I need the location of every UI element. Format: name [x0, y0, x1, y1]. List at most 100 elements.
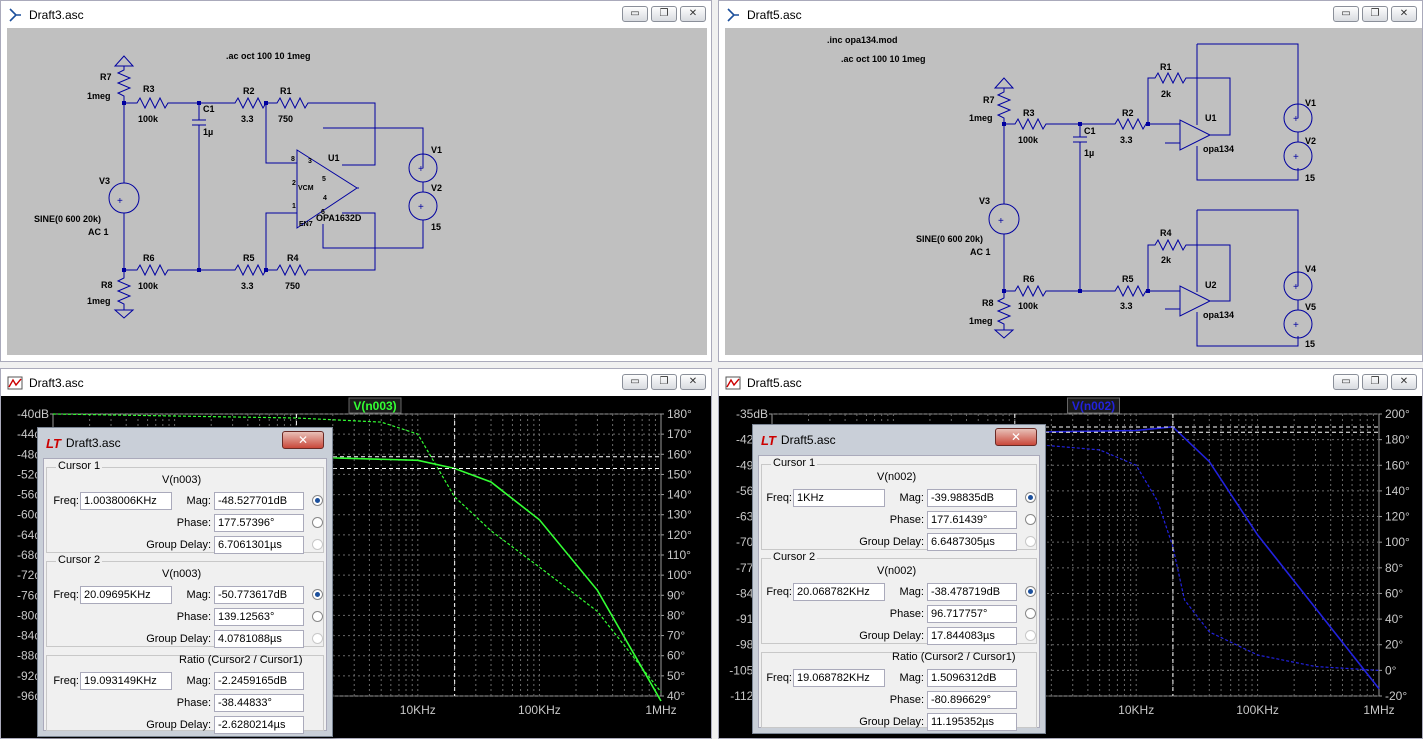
cursor2-phase-radio[interactable]	[1025, 608, 1036, 619]
cursor2-freq-field[interactable]: 20.09695KHz	[80, 586, 172, 604]
schematic-canvas[interactable]: +++ ++ .inc opa134.mod .ac oct 100 10 1m…	[725, 28, 1422, 355]
cursor1-phase-field[interactable]: 177.61439°	[927, 511, 1017, 529]
schematic-window-draft5[interactable]: Draft5.asc ▭ ❐ ✕	[718, 0, 1423, 362]
label-V5: V5	[1305, 302, 1316, 312]
label-V1: V1	[431, 145, 442, 155]
restore-button[interactable]: ❐	[1362, 374, 1388, 390]
cursor1-gd-radio[interactable]	[312, 539, 323, 550]
label-V5-val: 15	[1305, 339, 1315, 349]
cursor1-group: Cursor 1 V(n003) Freq: 1.0038006KHz Mag:…	[46, 460, 324, 554]
cursor2-gd-radio[interactable]	[312, 633, 323, 644]
group-delay-label: Group Delay:	[859, 630, 924, 642]
cursor2-signal: V(n002)	[877, 565, 917, 577]
dialog-close-button[interactable]: ✕	[995, 428, 1037, 446]
y-right-tick-label: 180°	[1385, 433, 1410, 447]
schematic-titlebar[interactable]: Draft5.asc	[719, 1, 1422, 28]
mag-label: Mag:	[899, 586, 924, 598]
minimize-button[interactable]: ▭	[1333, 374, 1359, 390]
close-button[interactable]: ✕	[1391, 6, 1417, 22]
cursor2-phase-field[interactable]: 139.12563°	[214, 608, 304, 626]
cursor2-freq-field[interactable]: 20.068782KHz	[793, 583, 885, 601]
svg-text:+: +	[117, 196, 123, 207]
schematic-window-draft3[interactable]: Draft3.asc ▭ ❐ ✕	[0, 0, 712, 362]
minimize-button[interactable]: ▭	[1333, 6, 1359, 22]
ratio-group: Ratio (Cursor2 / Cursor1) Freq: 19.06878…	[761, 651, 1037, 731]
ratio-mag-field[interactable]: -2.2459165dB	[214, 672, 304, 690]
cursor2-phase-radio[interactable]	[312, 611, 323, 622]
trace-label[interactable]: V(n002)	[1072, 399, 1115, 413]
y-right-tick-label: 150°	[667, 467, 692, 481]
cursor1-mag-field[interactable]: -39.98835dB	[927, 489, 1017, 507]
ratio-mag-field[interactable]: 1.5096312dB	[927, 669, 1017, 687]
svg-text:+: +	[418, 164, 424, 175]
restore-button[interactable]: ❐	[1362, 6, 1388, 22]
close-button[interactable]: ✕	[1391, 374, 1417, 390]
label-V1: V1	[1305, 98, 1316, 108]
cursor1-mag-field[interactable]: -48.527701dB	[214, 492, 304, 510]
schematic-canvas[interactable]: + + + .ac oct 100 10 1meg R7 1meg R3 100…	[7, 28, 707, 355]
cursor2-mag-radio[interactable]	[312, 589, 323, 600]
minimize-button[interactable]: ▭	[622, 6, 648, 22]
cursor2-mag-field[interactable]: -50.773617dB	[214, 586, 304, 604]
cursor1-freq-field[interactable]: 1KHz	[793, 489, 885, 507]
cursor2-phase-field[interactable]: 96.717757°	[927, 605, 1017, 623]
trace-label-box[interactable]	[1067, 397, 1120, 414]
cursor1-phase-radio[interactable]	[1025, 514, 1036, 525]
group-delay-label: Group Delay:	[146, 719, 211, 731]
freq-label: Freq:	[766, 672, 792, 684]
cursor1-gd-field[interactable]: 6.7061301µs	[214, 536, 304, 554]
pin-vcm: VCM	[298, 185, 314, 192]
ratio-gd-field[interactable]: 11.195352µs	[927, 713, 1017, 731]
cursor1-mag-radio[interactable]	[312, 495, 323, 506]
ratio-phase-field[interactable]: -38.44833°	[214, 694, 304, 712]
label-V3-val1: SINE(0 600 20k)	[34, 214, 101, 224]
pin-1: 1	[292, 203, 296, 210]
label-V2-val: 15	[1305, 173, 1315, 183]
x-tick-label: 10KHz	[1118, 703, 1154, 717]
cursor1-freq-field[interactable]: 1.0038006KHz	[80, 492, 172, 510]
minimize-button[interactable]: ▭	[622, 374, 648, 390]
ratio-freq-field[interactable]: 19.068782KHz	[793, 669, 885, 687]
label-R5-val: 3.3	[1120, 301, 1133, 311]
y-right-tick-label: 140°	[667, 488, 692, 502]
restore-button[interactable]: ❐	[651, 6, 677, 22]
cursor1-gd-field[interactable]: 6.6487305µs	[927, 533, 1017, 551]
phase-label: Phase:	[176, 697, 211, 709]
dialog-body: Cursor 1 V(n002) Freq: 1KHz Mag: -39.988…	[758, 455, 1040, 731]
cursor-dialog-draft3[interactable]: LT Draft3.asc ✕ Cursor 1 V(n003) Freq: 1…	[37, 427, 333, 737]
dialog-titlebar[interactable]: LT Draft5.asc	[753, 425, 1045, 455]
cursor1-mag-radio[interactable]	[1025, 492, 1036, 503]
cursor2-mag-field[interactable]: -38.478719dB	[927, 583, 1017, 601]
restore-button[interactable]: ❐	[651, 374, 677, 390]
ratio-gd-field[interactable]: -2.6280214µs	[214, 716, 304, 734]
schematic-titlebar[interactable]: Draft3.asc	[1, 1, 711, 28]
cursor1-group: Cursor 1 V(n002) Freq: 1KHz Mag: -39.988…	[761, 457, 1037, 551]
cursor-dialog-draft5[interactable]: LT Draft5.asc ✕ Cursor 1 V(n002) Freq: 1…	[752, 424, 1046, 734]
cursor2-title: Cursor 2	[56, 554, 103, 566]
trace-label[interactable]: V(n003)	[353, 399, 396, 413]
window-title: Draft5.asc	[747, 7, 802, 22]
schematic-icon	[9, 7, 21, 22]
dialog-title: Draft3.asc	[65, 436, 121, 450]
phase-trace	[52, 413, 662, 693]
trace-label-box[interactable]	[348, 397, 402, 414]
close-button[interactable]: ✕	[680, 374, 706, 390]
plot-titlebar[interactable]: Draft5.asc	[719, 369, 1422, 396]
cursor2-gd-radio[interactable]	[1025, 630, 1036, 641]
cursor1-phase-radio[interactable]	[312, 517, 323, 528]
label-R6: R6	[1023, 274, 1035, 284]
mag-label: Mag:	[186, 495, 211, 507]
plot-titlebar[interactable]: Draft3.asc	[1, 369, 711, 396]
cursor2-gd-field[interactable]: 17.844083µs	[927, 627, 1017, 645]
close-button[interactable]: ✕	[680, 6, 706, 22]
cursor1-phase-field[interactable]: 177.57396°	[214, 514, 304, 532]
dialog-titlebar[interactable]: LT Draft3.asc	[38, 428, 332, 458]
cursor2-mag-radio[interactable]	[1025, 586, 1036, 597]
cursor2-gd-field[interactable]: 4.0781088µs	[214, 630, 304, 648]
y-right-tick-label: 70°	[667, 629, 685, 643]
freq-label: Freq:	[766, 492, 792, 504]
ratio-freq-field[interactable]: 19.093149KHz	[80, 672, 172, 690]
dialog-close-button[interactable]: ✕	[282, 431, 324, 449]
cursor1-gd-radio[interactable]	[1025, 536, 1036, 547]
ratio-phase-field[interactable]: -80.896629°	[927, 691, 1017, 709]
